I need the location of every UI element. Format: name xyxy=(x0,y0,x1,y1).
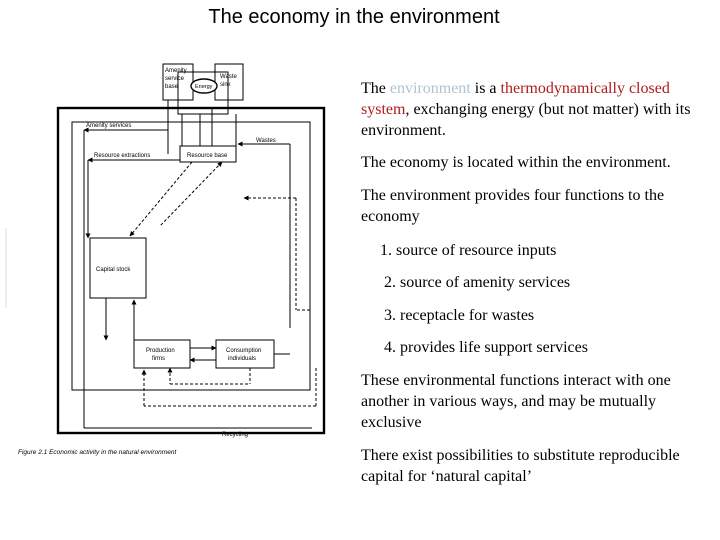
amenity-label-line2: service xyxy=(165,76,185,82)
function-item-1: 1. source of resource inputs xyxy=(380,242,557,259)
energy-node xyxy=(190,78,218,94)
function-item-3: 3. receptacle for wastes xyxy=(384,307,535,324)
page-title: The economy in the environment xyxy=(208,6,500,28)
function-item-4: 4. provides life support services xyxy=(384,339,588,356)
resource-base-label: Resource base xyxy=(187,153,228,159)
function-item-2: 2. source of amenity services xyxy=(384,274,571,291)
highlight-closed-2: system xyxy=(361,101,406,118)
highlight-closed-1: thermodynamically closed xyxy=(500,80,670,97)
resource-extractions-label: Resource extractions xyxy=(94,153,150,159)
capital-stock-box xyxy=(89,237,147,299)
resource-base-box xyxy=(179,145,237,163)
waste-sink-label-line2: sink xyxy=(220,82,232,88)
environment-boundary xyxy=(56,106,326,435)
consumption-label-line2: individuals xyxy=(228,356,256,362)
paragraph-economy-within: The economy is located within the enviro… xyxy=(361,154,671,171)
consumption-label-line1: Consumption xyxy=(226,348,261,354)
figure-caption: Figure 2.1 Economic activity in the natu… xyxy=(18,449,177,456)
production-firms-box xyxy=(133,339,191,369)
economy-boundary xyxy=(71,121,311,391)
paragraph-substitute: There exist possibilities to substitute … xyxy=(361,447,680,485)
recycling-label: Recycling xyxy=(222,432,248,438)
amenity-label-line3: base xyxy=(165,84,179,90)
capital-stock-label: Capital stock xyxy=(96,267,131,273)
amenity-services-label: Amenity services xyxy=(86,123,131,129)
wastes-label: Wastes xyxy=(256,138,276,144)
paragraph-thermodynamic: The environment is a thermodynamically c… xyxy=(361,80,691,139)
production-label-line1: Production xyxy=(146,348,175,354)
energy-label: Energy xyxy=(195,84,213,90)
waste-sink-label-line1: Waste xyxy=(220,74,237,80)
economy-environment-diagram: Amenity service base Energy Waste sink A… xyxy=(5,63,326,456)
amenity-label-line1: Amenity xyxy=(165,68,187,74)
consumption-individuals-box xyxy=(215,339,275,369)
paragraph-interact: These environmental functions interact w… xyxy=(361,372,671,431)
paragraph-four-functions: The environment provides four functions … xyxy=(361,187,665,225)
production-label-line2: firms xyxy=(152,356,165,362)
highlight-environment: environment xyxy=(389,80,471,97)
environment-centre-box xyxy=(177,71,229,115)
